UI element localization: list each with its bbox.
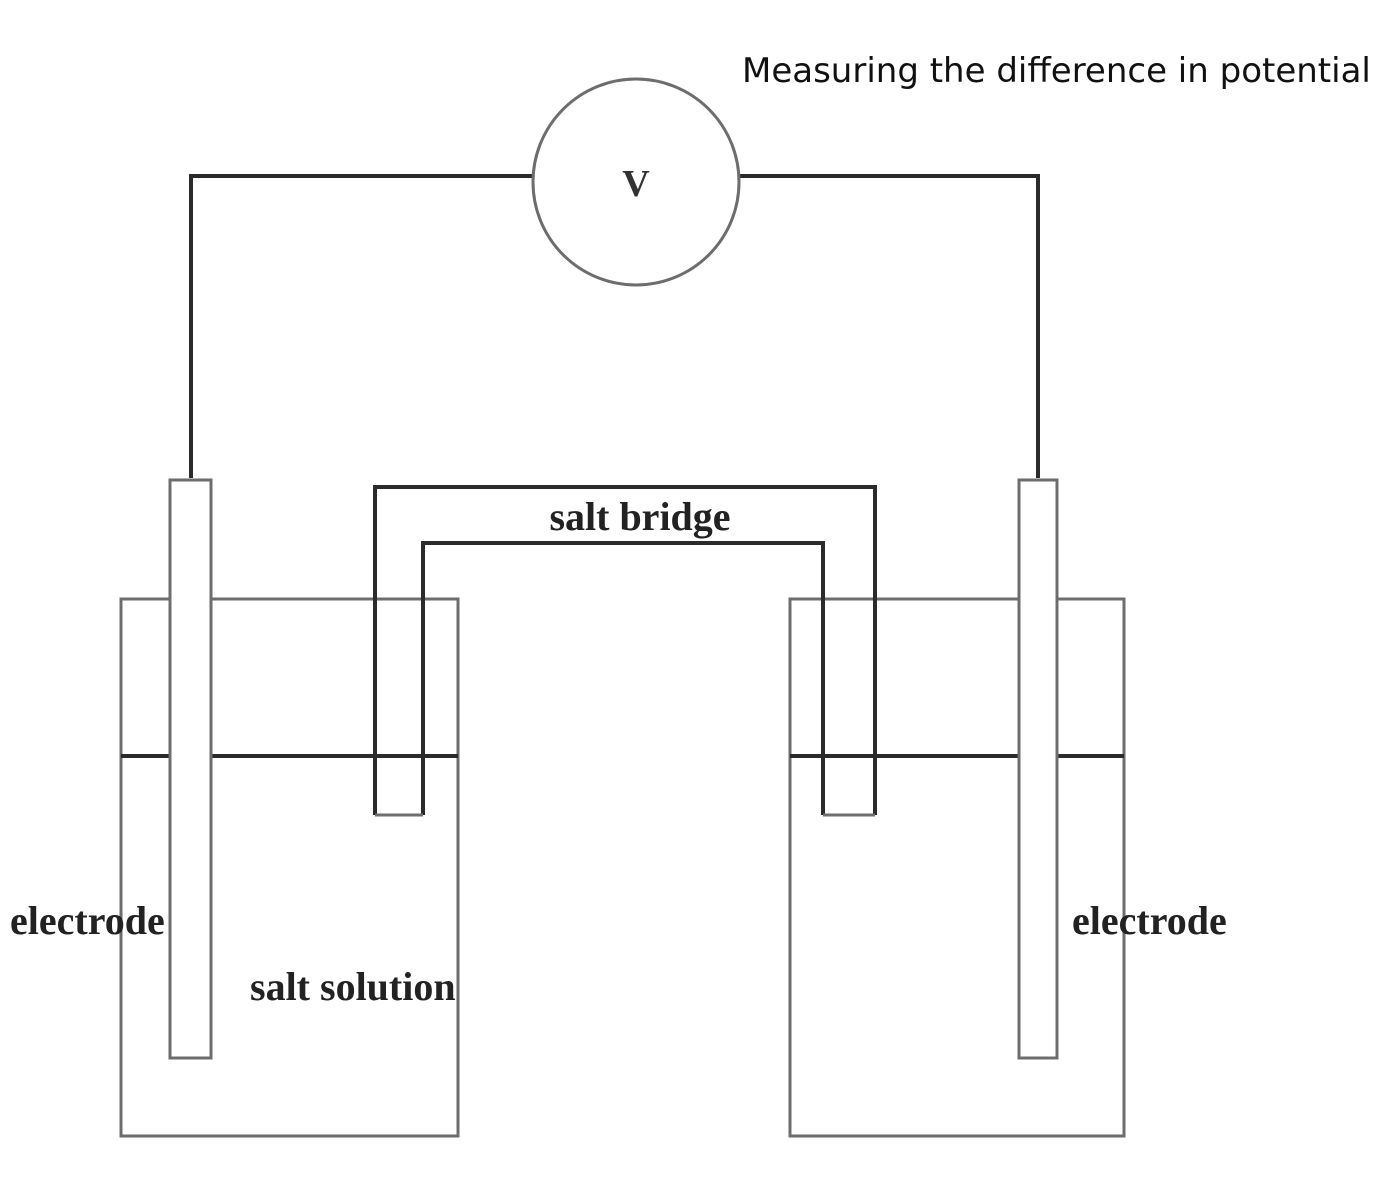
salt-bridge-label: salt bridge <box>549 494 730 539</box>
left-wire <box>189 174 533 478</box>
left-electrode-label: electrode <box>10 898 165 943</box>
voltmeter-circle <box>531 77 741 287</box>
diagram-title: Measuring the difference in potential <box>742 51 1371 91</box>
left-electrode <box>168 478 213 1060</box>
external-circuit <box>189 174 1040 478</box>
salt-bridge-inner <box>421 541 825 815</box>
voltmeter: V <box>531 77 741 287</box>
right-electrode-label: electrode <box>1072 898 1227 943</box>
voltmeter-label: V <box>622 163 650 205</box>
salt-bridge: salt bridge <box>373 485 877 817</box>
right-electrode <box>1017 478 1059 1060</box>
salt-solution-label: salt solution <box>250 964 456 1009</box>
right-beaker <box>788 478 1126 1138</box>
left-beaker-container <box>119 597 460 1138</box>
salt-bridge-outer <box>373 485 877 815</box>
right-wire <box>739 174 1040 478</box>
left-beaker <box>119 478 460 1138</box>
right-beaker-container <box>788 597 1126 1138</box>
